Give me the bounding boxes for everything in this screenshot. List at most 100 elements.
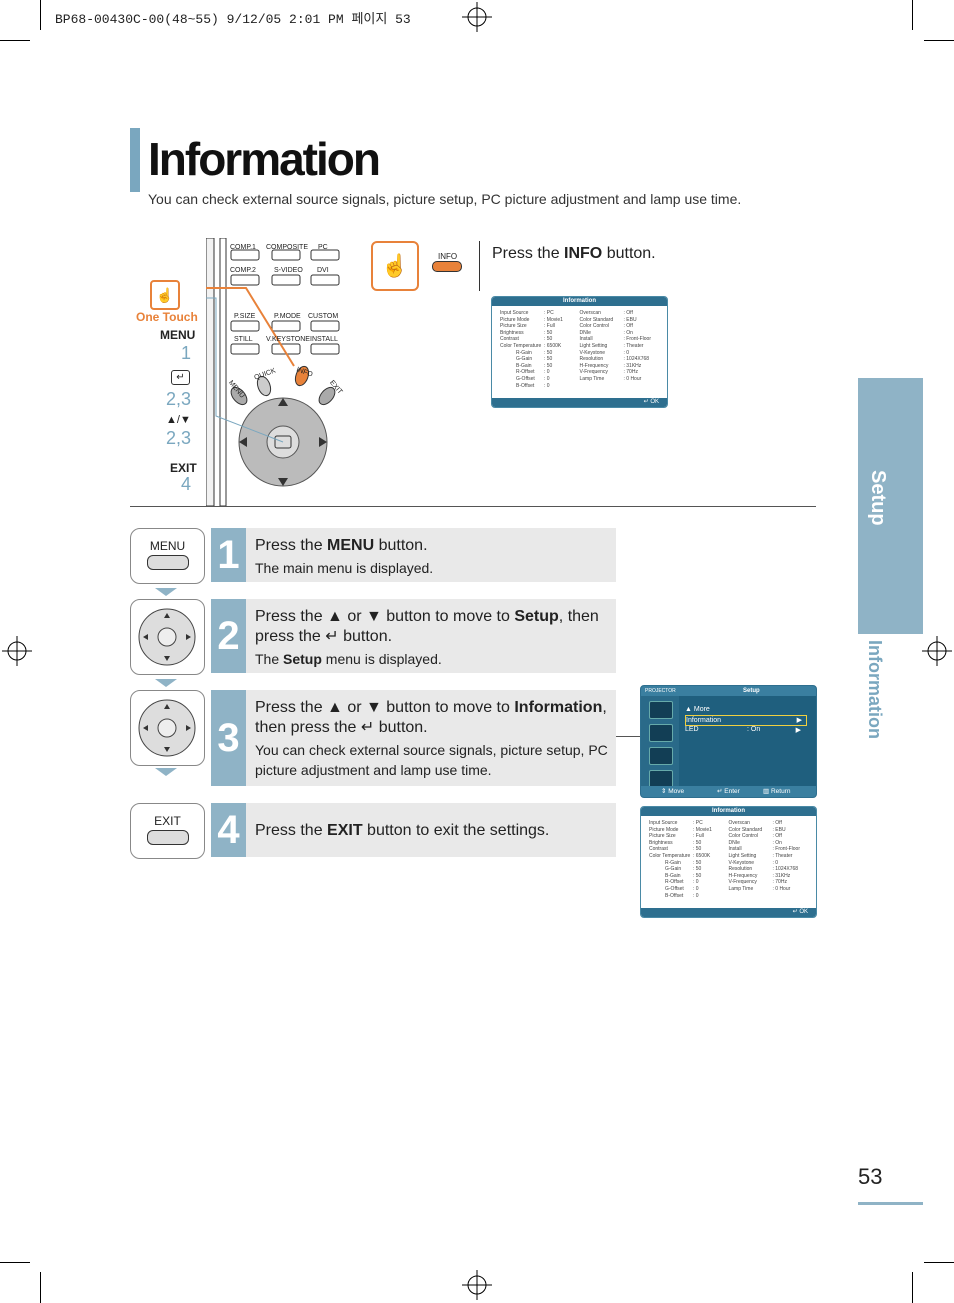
- pc-button[interactable]: PC: [318, 244, 328, 251]
- osd-input-icon: [649, 701, 673, 719]
- separator-line: [479, 241, 480, 291]
- osd-row-key: Light Setting: [728, 852, 757, 859]
- registration-mark: [462, 2, 492, 32]
- osd-picture-icon: [649, 724, 673, 742]
- osd-row: Color Temperature: 6500K: [649, 853, 729, 860]
- pmode-button[interactable]: P.MODE: [274, 313, 301, 320]
- osd-row-key: B-Gain: [516, 362, 532, 369]
- osd-more: ▲ More: [685, 706, 710, 713]
- osd-row-key: V-Keystone: [579, 349, 606, 356]
- osd-row-key: H-Frequency: [728, 872, 758, 879]
- exit-button-label: EXIT: [154, 814, 181, 828]
- osd-row: H-Frequency: 31KHz: [580, 363, 660, 370]
- osd-row: G-Gain : 50: [649, 866, 729, 873]
- section-divider: [130, 506, 816, 507]
- osd-row-value: : Movie1: [693, 826, 712, 833]
- osd-row-value: : 50: [693, 866, 702, 873]
- osd-row-value: : 0 Hour: [623, 375, 642, 382]
- osd-row-key: G-Offset: [665, 885, 684, 892]
- step3-sub: You can check external source signals, p…: [255, 742, 608, 778]
- step1-box: Press the MENU button. The main menu is …: [246, 528, 616, 582]
- osd-row-key: Contrast: [649, 846, 668, 853]
- osd-row: V-Frequency: 70Hz: [580, 369, 660, 376]
- enter-icon: ↵: [171, 370, 190, 385]
- info-button-body: [432, 261, 462, 272]
- step1-menu-button-illustration: MENU: [130, 528, 205, 584]
- osd-row-value: : 0: [693, 892, 699, 899]
- osd-row: B-Offset: 0: [500, 383, 580, 390]
- dpad-icon: [138, 699, 196, 757]
- step1-sub: The main menu is displayed.: [255, 560, 434, 576]
- osd-row-value: : Off: [772, 833, 782, 840]
- osd-row: R-Gain: 50: [500, 350, 580, 357]
- osd-row-value: : Front-Floor: [623, 336, 652, 343]
- one-touch-label: One Touch: [136, 310, 198, 324]
- install-button[interactable]: INSTALL: [310, 336, 338, 343]
- step3-dpad-illustration: [130, 690, 205, 766]
- osd-row: V-Keystone: 0: [580, 350, 660, 357]
- step4-exit-button-illustration: EXIT: [130, 803, 205, 859]
- crop-mark: [0, 1262, 30, 1263]
- osd-row: Color Standard: EBU: [580, 317, 660, 324]
- psize-button[interactable]: P.SIZE: [234, 313, 256, 320]
- osd-row: Input Source: PC: [500, 310, 580, 317]
- osd-row: Picture Size: Full: [500, 323, 580, 330]
- osd-row-key: V-Keystone: [728, 859, 755, 866]
- osd-row-value: : 50: [544, 356, 553, 363]
- crop-mark: [912, 1272, 913, 1303]
- osd-row-value: : EBU: [623, 316, 637, 323]
- osd-row: Resolution: 1024X768: [580, 356, 660, 363]
- comp2-button[interactable]: COMP.2: [230, 267, 256, 274]
- osd-row-value: : Full: [693, 833, 704, 840]
- osd-row: Overscan: Off: [729, 820, 809, 827]
- osd-row-key: R-Gain: [665, 859, 681, 866]
- osd-row-key: DNIe: [579, 329, 591, 336]
- osd-row: G-Offset: 0: [500, 376, 580, 383]
- osd-row-value: : 6500K: [544, 342, 562, 349]
- step-arrow: [155, 588, 177, 596]
- vkeystone-button[interactable]: V.KEYSTONE: [266, 336, 310, 343]
- osd-row-key: R-Offset: [665, 879, 684, 886]
- registration-mark: [922, 636, 952, 666]
- osd-row: Picture Mode: Movie1: [649, 827, 729, 834]
- osd-row-key: Resolution: [728, 866, 753, 873]
- enter-step: 2,3: [166, 389, 192, 409]
- osd-item-information[interactable]: Information▶: [685, 715, 807, 726]
- dvi-button[interactable]: DVI: [317, 267, 329, 274]
- osd-row-key: G-Gain: [665, 866, 682, 873]
- osd-row-key: DNIe: [728, 839, 740, 846]
- osd-sound-icon: [649, 747, 673, 765]
- osd-row-value: : On: [623, 329, 633, 336]
- osd-side-icons: [641, 696, 679, 788]
- page-number: 53: [858, 1164, 883, 1189]
- osd-row-key: Install: [579, 336, 593, 343]
- custom-button[interactable]: CUSTOM: [308, 313, 339, 320]
- menu-button-body: [146, 555, 189, 570]
- comp1-button[interactable]: COMP.1: [230, 244, 256, 251]
- osd-row-value: : 6500K: [693, 852, 711, 859]
- osd-item-led[interactable]: LED: On▶: [685, 726, 801, 734]
- one-touch-icon: ☝: [150, 280, 180, 310]
- composite-button[interactable]: COMPOSITE: [266, 244, 309, 251]
- osd-row: B-Gain: 50: [500, 363, 580, 370]
- osd-row-value: : Off: [623, 310, 633, 316]
- osd-row-key: Picture Mode: [500, 316, 530, 323]
- arrow-step: 2,3: [166, 428, 192, 448]
- osd-row-value: : 50: [544, 329, 553, 336]
- step-arrow: [155, 768, 177, 776]
- osd-row-value: : 50: [693, 846, 702, 853]
- osd-title: Information: [492, 297, 667, 306]
- info-button[interactable]: INFO: [432, 252, 462, 272]
- osd-row: Brightness: 50: [500, 330, 580, 337]
- osd-row: Picture Size: Full: [649, 833, 729, 840]
- menu-step: 1: [181, 343, 192, 363]
- osd-brand: PROJECTOR: [645, 688, 676, 694]
- osd-row: Light Setting: Theater: [580, 343, 660, 350]
- still-button[interactable]: STILL: [234, 336, 253, 343]
- osd-row: V-Frequency: 70Hz: [729, 879, 809, 886]
- svideo-button[interactable]: S-VIDEO: [274, 267, 303, 274]
- crop-mark: [924, 40, 954, 41]
- page-subtitle: You can check external source signals, p…: [148, 191, 742, 207]
- osd-row: Contrast : 50: [649, 846, 729, 853]
